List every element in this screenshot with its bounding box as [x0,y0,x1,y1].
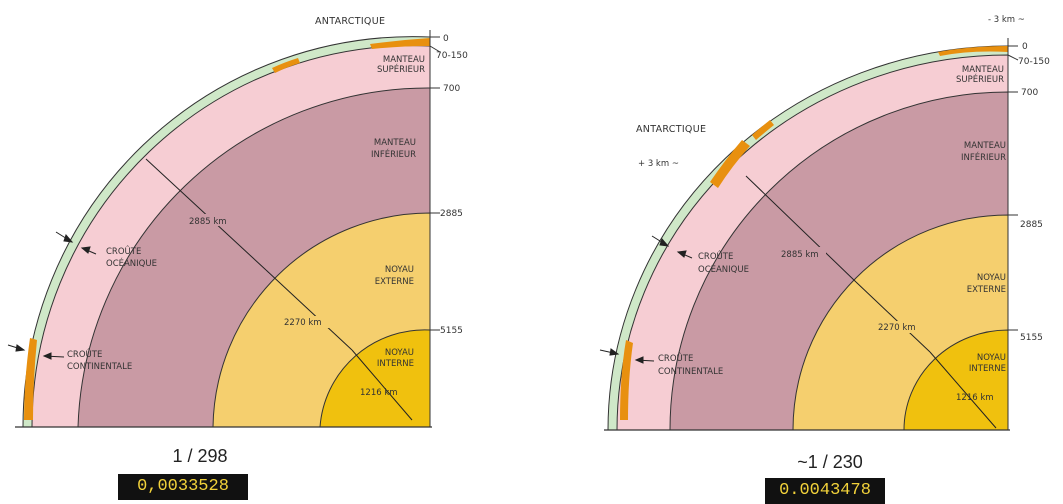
depth-5155: 5155 [1020,333,1043,343]
label-noyau-ext-2: EXTERNE [375,277,414,287]
earth-quarter-diagram-flattened: 0 70-150 700 2885 5155 - 3 km ~ ANTARCTI… [599,15,1050,431]
label-antarctique: ANTARCTIQUE [315,16,385,27]
label-manteau-inf-1: MANTEAU [964,141,1006,151]
depth-0: 0 [1022,42,1028,52]
label-top-note: - 3 km ~ [988,15,1025,25]
label-manteau-inf-1: MANTEAU [374,138,416,148]
label-thickness-mantle: 2885 km [189,217,227,227]
earth-cross-section-left: 0 70-150 700 2885 5155 ANTARCTIQUE MANTE… [0,0,500,504]
label-noyau-int-1: NOYAU [977,353,1006,363]
label-noyau-ext-1: NOYAU [385,265,414,275]
crust-continental-patch-lower [24,338,37,420]
label-manteau-sup-1: MANTEAU [962,65,1004,75]
label-antarctique: ANTARCTIQUE [636,124,706,135]
label-thickness-inner-core: 1216 km [956,393,994,403]
label-thickness-inner-core: 1216 km [360,388,398,398]
crust-continental-patch-lower [620,340,633,420]
flattening-value-right: 0.0043478 [765,478,885,504]
label-noyau-int-2: INTERNE [969,364,1006,374]
depth-70-150: 70-150 [436,51,468,61]
label-manteau-sup-2: SUPÉRIEUR [377,63,425,75]
label-manteau-sup-2: SUPÉRIEUR [956,73,1004,85]
depth-70-150: 70-150 [1018,57,1050,67]
flattening-value-left: 0,0033528 [118,474,248,500]
depth-2885: 2885 [440,209,463,219]
label-croute-cont-1: CROÛTE [67,348,102,360]
label-thickness-mantle: 2885 km [781,250,819,260]
label-thickness-outer-core: 2270 km [878,323,916,333]
label-noyau-int-1: NOYAU [385,348,414,358]
inner-core-layer [903,329,1009,431]
earth-cross-section-right: 0 70-150 700 2885 5155 - 3 km ~ ANTARCTI… [560,0,1063,504]
depth-2885: 2885 [1020,220,1043,230]
flattening-ratio-left: 1 / 298 [172,446,228,466]
label-croute-oce-1: CROÛTE [698,250,733,262]
label-noyau-ext-1: NOYAU [977,273,1006,283]
label-croute-oce-2: OCÉANIQUE [698,263,749,275]
depth-700: 700 [1021,88,1038,98]
label-manteau-inf-2: INFÉRIEUR [371,148,416,160]
label-croute-cont-2: CONTINENTALE [658,367,723,377]
crust-continental-antarctica [938,46,1008,56]
label-croute-oce-2: OCÉANIQUE [106,257,157,269]
depth-0: 0 [443,34,449,44]
crust-continental-patch-2 [752,120,774,140]
label-manteau-inf-2: INFÉRIEUR [961,151,1006,163]
crust-continental-patch [710,140,750,188]
earth-quarter-diagram: 0 70-150 700 2885 5155 ANTARCTIQUE MANTE… [7,16,468,428]
label-noyau-ext-2: EXTERNE [967,285,1006,295]
label-croute-cont-1: CROÛTE [658,352,693,364]
label-croute-oce-1: CROÛTE [106,245,141,257]
label-noyau-int-2: INTERNE [377,359,414,369]
label-thickness-outer-core: 2270 km [284,318,322,328]
crust-continental-patch [272,58,300,73]
label-croute-cont-2: CONTINENTALE [67,362,132,372]
label-manteau-sup-1: MANTEAU [383,55,425,65]
flattening-ratio-right: ~1 / 230 [797,452,863,472]
depth-5155: 5155 [440,326,463,336]
inner-core-layer [319,329,431,428]
depth-700: 700 [443,84,460,94]
label-side-note: + 3 km ~ [638,159,679,169]
crust-continental-antarctica [370,38,430,49]
